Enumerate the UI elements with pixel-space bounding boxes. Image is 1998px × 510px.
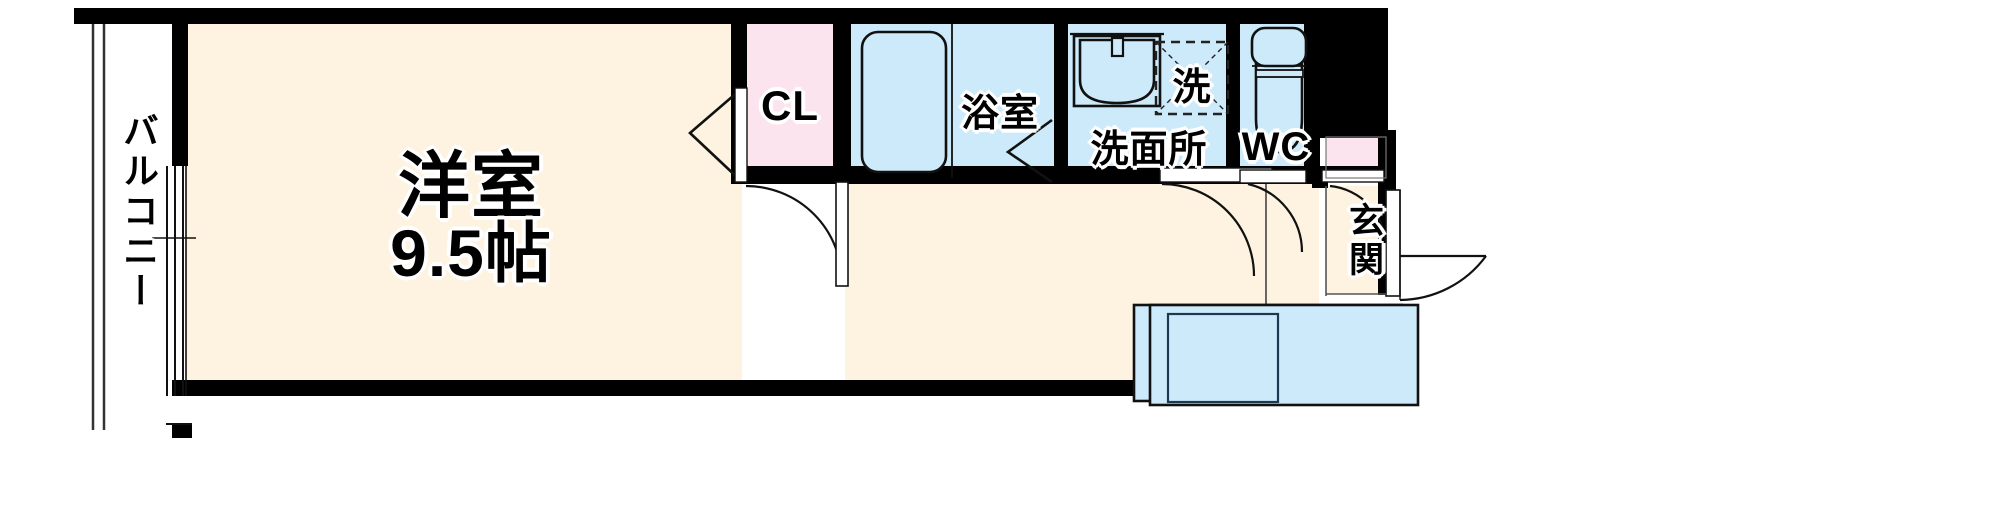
wall-entrance-left <box>1312 166 1328 188</box>
wall-room-closet <box>731 22 747 180</box>
main-room-label: 洋室 <box>397 147 544 227</box>
bathroom-label: 浴室 <box>960 93 1039 135</box>
wall-balcony-left <box>74 8 86 24</box>
wall-room-left-upper <box>172 22 188 166</box>
wall-closet-bath <box>833 22 851 180</box>
main-room-size-label: 9.5帖 <box>390 216 552 290</box>
wall-bath-washroom <box>1054 22 1068 180</box>
wall-washroom-wc <box>1226 22 1240 180</box>
wall-top <box>74 8 1319 24</box>
balcony-floor <box>86 24 172 424</box>
closet-floor <box>745 22 835 180</box>
balcony-label: バルコニー <box>118 112 159 312</box>
wall-top-right <box>1316 8 1388 138</box>
main-room-floor <box>186 22 742 380</box>
washer-space-label: 洗 <box>1172 67 1212 109</box>
closet-label: CL <box>761 82 819 129</box>
hallway-floor <box>845 180 1319 380</box>
wall-balcony-bottom <box>172 424 192 438</box>
toilet-label: WC <box>1241 125 1311 169</box>
washroom-label: 洗面所 <box>1090 129 1208 171</box>
wall-hall-top <box>731 166 1319 184</box>
entrance-label: 玄関 <box>1344 202 1383 280</box>
wall-wc-right <box>1304 22 1320 180</box>
wall-bottom-room <box>172 380 1319 396</box>
